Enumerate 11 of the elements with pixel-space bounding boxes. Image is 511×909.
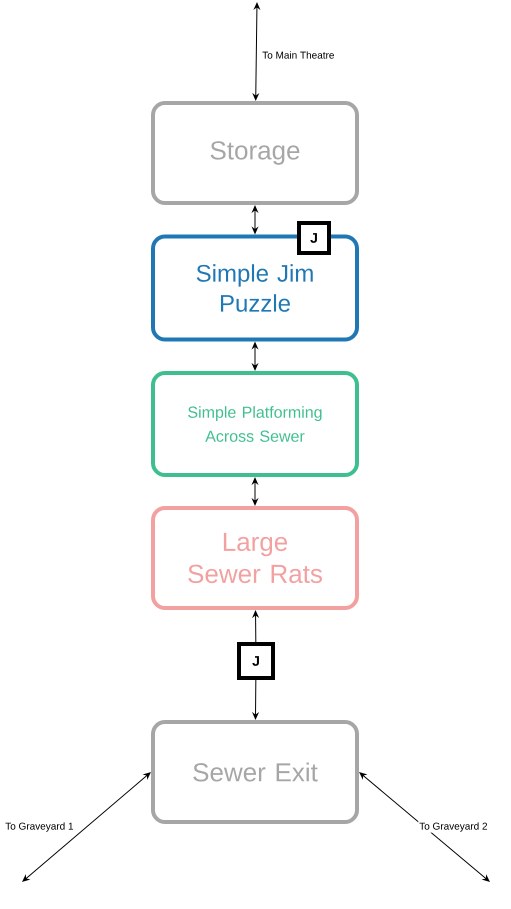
arrow [359,772,490,882]
key-box: J [297,221,331,255]
arrow [22,772,151,882]
edge-label: To Main Theatre [261,50,336,60]
edge-label: To Graveyard 2 [418,821,489,833]
room-box: Storage [151,101,359,205]
room-box: Simple Platforming Across Sewer [151,371,359,477]
room-box: Large Sewer Rats [151,506,359,610]
edge-label: To Graveyard 1 [4,821,75,833]
key-box: J [237,642,275,680]
room-box: Sewer Exit [151,720,359,824]
